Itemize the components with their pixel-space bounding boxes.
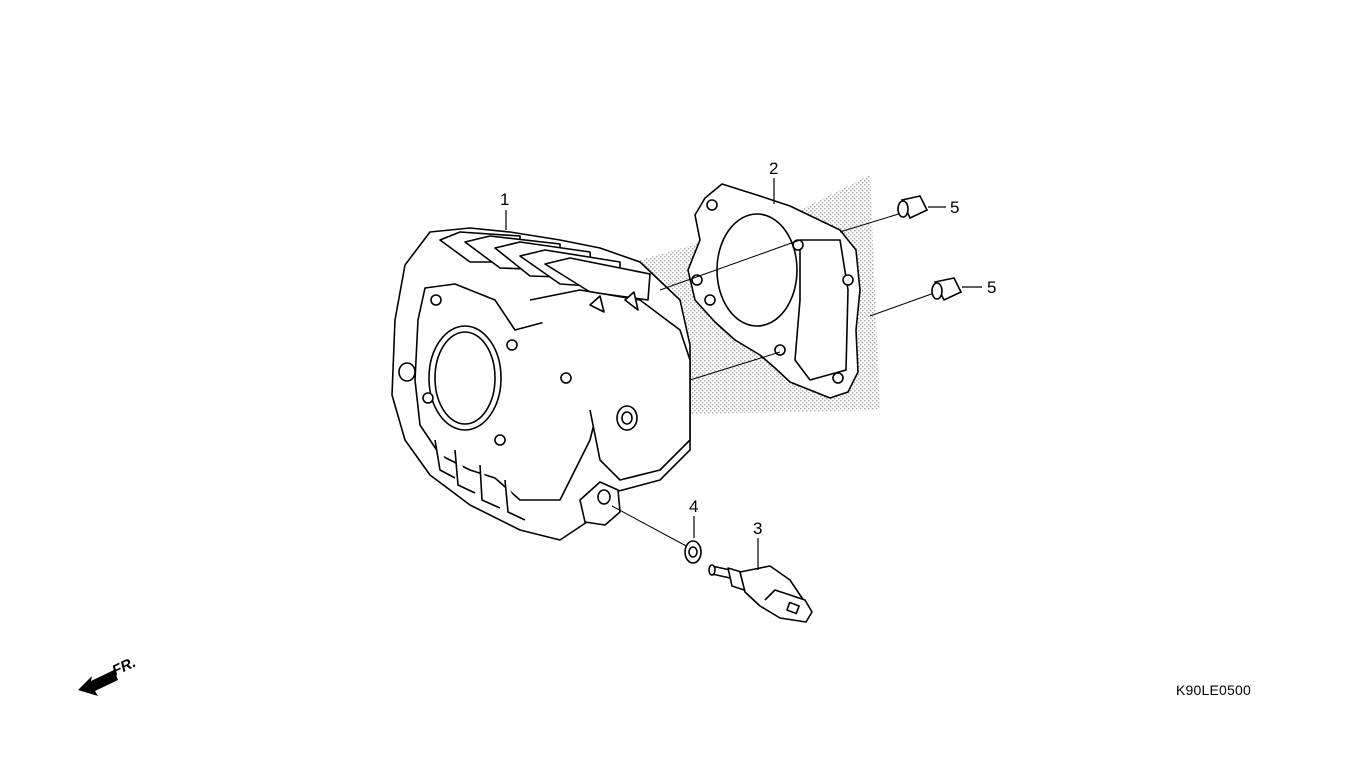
alignment-lines	[611, 211, 938, 549]
washer-part[interactable]	[684, 540, 702, 564]
cylinder-part[interactable]	[391, 227, 691, 541]
callout-5-lower: 5	[987, 278, 996, 297]
callout-3: 3	[753, 519, 762, 538]
callout-5-upper: 5	[950, 198, 959, 217]
front-direction-arrow-icon: FR.	[78, 654, 139, 696]
sensor-part[interactable]	[708, 564, 813, 623]
callout-1: 1	[500, 190, 509, 209]
leader-lines	[505, 178, 982, 570]
front-direction-label: FR.	[110, 654, 139, 680]
dowel-pin-upper[interactable]	[897, 195, 929, 220]
callout-4: 4	[689, 497, 698, 516]
gasket-part[interactable]	[687, 183, 861, 399]
diagram-code: K90LE0500	[1176, 682, 1251, 698]
callout-2: 2	[769, 159, 778, 178]
dowel-pin-lower[interactable]	[931, 277, 963, 302]
